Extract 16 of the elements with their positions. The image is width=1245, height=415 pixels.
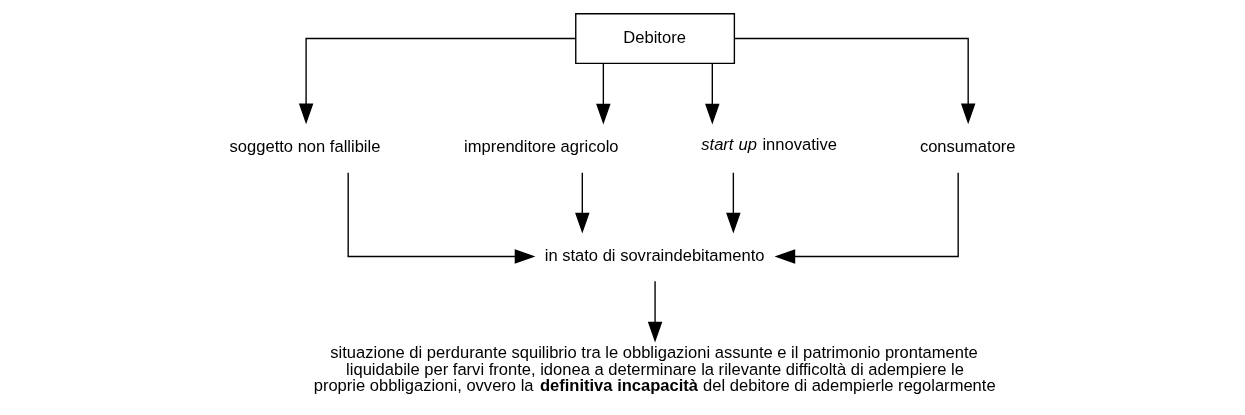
arrow (574, 172, 590, 234)
node-text: in stato di sovraindebitamento (544, 245, 765, 265)
node-box: Debitore (574, 13, 735, 65)
node-text: imprenditore agricolo (463, 136, 619, 156)
arrow (647, 280, 662, 343)
arrow (595, 63, 611, 125)
arrow (347, 172, 535, 264)
node-text: soggetto non fallibile (229, 136, 380, 156)
arrow (774, 172, 959, 264)
arrow (725, 172, 741, 234)
node-text: start up innovative (700, 135, 837, 155)
node-text: consumatore (919, 136, 1016, 156)
arrow (733, 37, 975, 125)
arrow (704, 63, 720, 125)
node-text: situazione di perdurante squilibrio tra le obbligazioni assunte e il patrimonio prontamente liquidabile per farvi fronte, idonea a determinare la rilevante difficoltà di adempiere le proprie obbligazioni, ovvero la definitiva incapacità del debitore di adempierle regolarmente (313, 342, 996, 396)
arrow (298, 37, 576, 125)
